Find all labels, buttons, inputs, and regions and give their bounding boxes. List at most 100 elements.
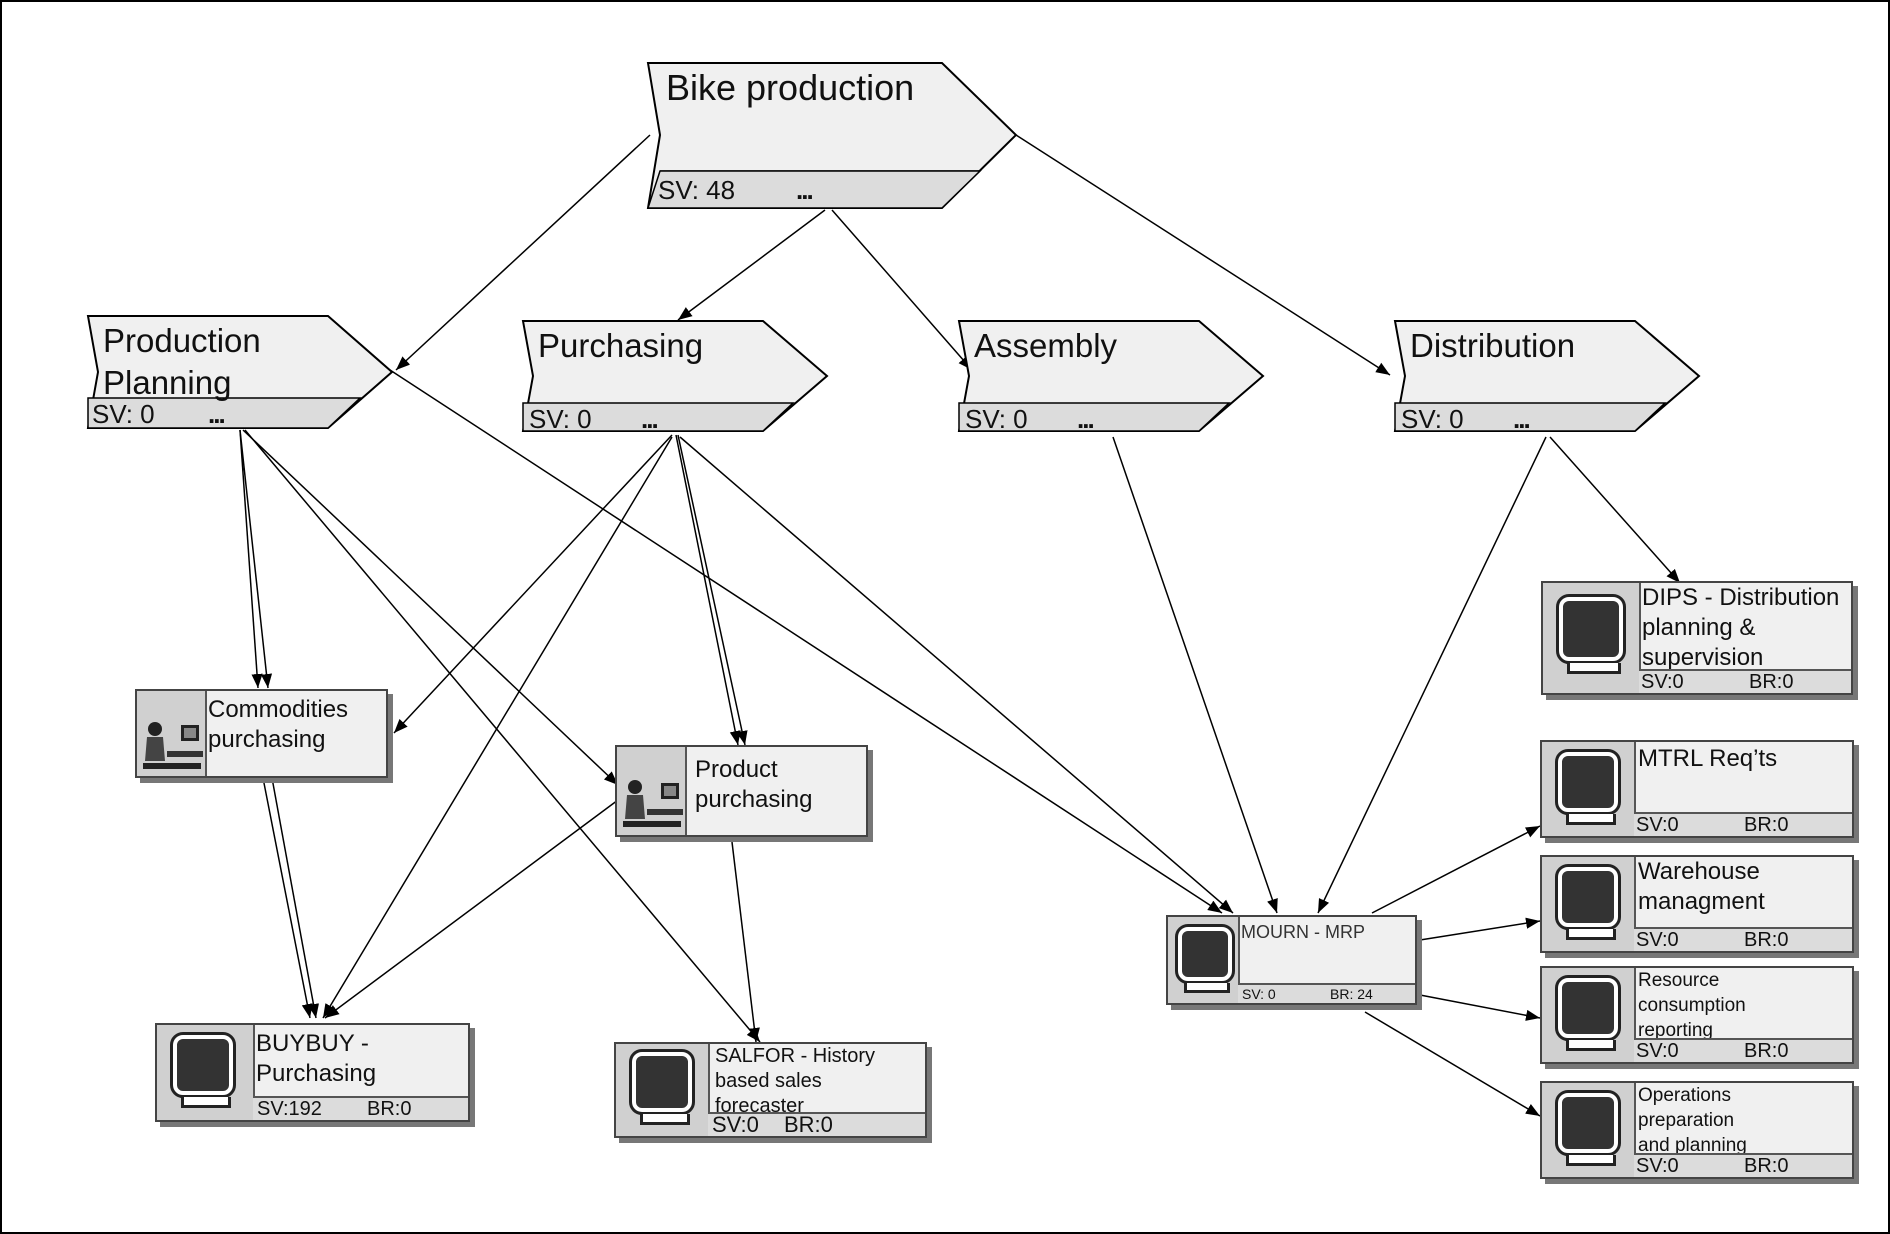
system-label: DIPS - Distribution planning & supervisi… — [1642, 584, 1840, 671]
edge-commodities-buybuy-2 — [271, 777, 319, 1019]
process-more-dots[interactable]: ... — [1513, 404, 1531, 434]
system-label: MTRL Req’ts — [1638, 745, 1778, 772]
system-sv: SV:0 — [1636, 929, 1679, 951]
system-sv: SV:0 — [1641, 671, 1684, 693]
system-br: BR:0 — [367, 1098, 412, 1120]
system-footer: SV:0 BR:0 — [708, 1112, 925, 1136]
activity-commodities-purchasing[interactable]: Commodities purchasing — [135, 689, 388, 778]
system-salfor[interactable]: SALFOR - History based sales forecaster … — [614, 1042, 927, 1138]
process-sv: SV: 48 — [658, 175, 736, 205]
process-bike-production[interactable]: Bike production SV: 48 ... — [646, 62, 1018, 209]
process-sv: SV: 0 — [1401, 404, 1464, 434]
edge-mourn-operations — [1364, 1011, 1541, 1117]
system-br: BR:0 — [1749, 671, 1794, 693]
icon-panel — [157, 1025, 255, 1120]
person-at-computer-icon — [617, 747, 687, 835]
process-production-planning[interactable]: Production Planning SV: 0 ... — [86, 315, 394, 429]
process-more-dots[interactable]: ... — [641, 404, 659, 434]
edge-distribution-mourn — [1317, 436, 1547, 914]
system-label: Resource consumption reporting — [1638, 970, 1746, 1041]
edge-bike-assembly — [831, 209, 973, 371]
edge-planning-commodities-2 — [239, 429, 273, 689]
process-more-dots[interactable]: ... — [1077, 404, 1095, 434]
icon-panel — [1542, 1083, 1636, 1177]
chevron-shape — [646, 62, 1018, 209]
edge-commodities-buybuy-1 — [262, 777, 313, 1019]
process-sv: SV: 0 — [92, 399, 155, 429]
system-sv: SV:0 — [1636, 1155, 1679, 1177]
process-sv: SV: 0 — [529, 404, 592, 434]
process-more-dots[interactable]: ... — [208, 399, 226, 429]
system-label: SALFOR - History based sales forecaster — [715, 1045, 876, 1117]
edge-distribution-dips — [1549, 436, 1681, 584]
system-footer: SV: 0 BR: 24 — [1238, 983, 1415, 1003]
system-footer: SV:0 BR:0 — [1634, 927, 1852, 951]
process-purchasing[interactable]: Purchasing SV: 0 ... — [521, 320, 829, 434]
edge-planning-salfor — [244, 429, 761, 1043]
edge-planning-product — [242, 429, 619, 786]
icon-panel — [1543, 583, 1641, 693]
edge-planning-commodities-1 — [239, 429, 263, 689]
person-at-computer-icon — [137, 691, 207, 776]
edge-mourn-mtrl — [1371, 825, 1541, 914]
system-br: BR:0 — [1744, 929, 1789, 951]
activity-label: Commodities purchasing — [208, 696, 349, 753]
process-title: Bike production — [666, 67, 915, 108]
icon-panel — [616, 1044, 710, 1136]
system-sv: SV: 0 — [1242, 986, 1276, 1002]
edge-purchasing-mourn — [679, 436, 1234, 914]
process-title: Purchasing — [538, 327, 704, 364]
edge-product-buybuy — [324, 799, 619, 1019]
edge-purchasing-buybuy — [322, 436, 673, 1019]
process-assembly[interactable]: Assembly SV: 0 ... — [957, 320, 1265, 434]
system-mourn[interactable]: MOURN - MRP SV: 0 BR: 24 — [1166, 915, 1417, 1005]
icon-panel — [1542, 968, 1636, 1062]
system-sv: SV:0 — [712, 1112, 759, 1137]
system-br: BR:0 — [1744, 1155, 1789, 1177]
system-footer: SV:0 BR:0 — [1634, 1153, 1852, 1177]
system-sv: SV:0 — [1636, 1040, 1679, 1062]
edge-purchasing-commodities — [393, 434, 673, 734]
edge-purchasing-product-2 — [677, 434, 748, 746]
icon-panel — [1542, 857, 1636, 951]
edge-product-salfor — [731, 841, 760, 1043]
edge-assembly-mourn — [1112, 436, 1278, 914]
process-more-dots[interactable]: ... — [796, 175, 814, 205]
system-label: BUYBUY - Purchasing — [256, 1030, 377, 1087]
activity-label: Product purchasing — [695, 756, 813, 813]
process-title: Production Planning — [103, 322, 261, 401]
system-label: Operations preparation and planning — [1638, 1085, 1747, 1156]
system-br: BR:0 — [1744, 814, 1789, 836]
edge-mourn-warehouse — [1419, 917, 1541, 941]
system-br: BR: 24 — [1330, 986, 1373, 1002]
system-operations[interactable]: Operations preparation and planning SV:0… — [1540, 1081, 1854, 1179]
system-sv: SV:0 — [1636, 814, 1679, 836]
edge-purchasing-product-1 — [675, 434, 741, 746]
chevron-shape — [1393, 320, 1701, 432]
system-br: BR:0 — [784, 1112, 833, 1137]
edge-planning-mourn — [389, 369, 1223, 914]
process-sv: SV: 0 — [965, 404, 1028, 434]
system-footer: SV:0 BR:0 — [1639, 669, 1851, 693]
system-buybuy[interactable]: BUYBUY - Purchasing SV:192 BR:0 — [155, 1023, 470, 1122]
edge-bike-distribution — [1015, 134, 1391, 376]
icon-panel — [1542, 742, 1636, 836]
edge-bike-purchasing — [677, 209, 826, 321]
activity-product-purchasing[interactable]: Product purchasing — [615, 745, 868, 837]
icon-panel — [1168, 917, 1240, 1003]
edge-mourn-resource — [1419, 994, 1541, 1021]
system-footer: SV:192 BR:0 — [253, 1096, 468, 1120]
system-label: MOURN - MRP — [1241, 922, 1365, 942]
process-title: Distribution — [1410, 327, 1576, 364]
process-distribution[interactable]: Distribution SV: 0 ... — [1393, 320, 1701, 434]
chevron-shape — [521, 320, 829, 432]
system-sv: SV:192 — [257, 1098, 322, 1120]
chevron-shape — [957, 320, 1265, 432]
system-mtrl-reqts[interactable]: MTRL Req’ts SV:0 BR:0 — [1540, 740, 1854, 838]
system-dips[interactable]: DIPS - Distribution planning & supervisi… — [1541, 581, 1853, 695]
